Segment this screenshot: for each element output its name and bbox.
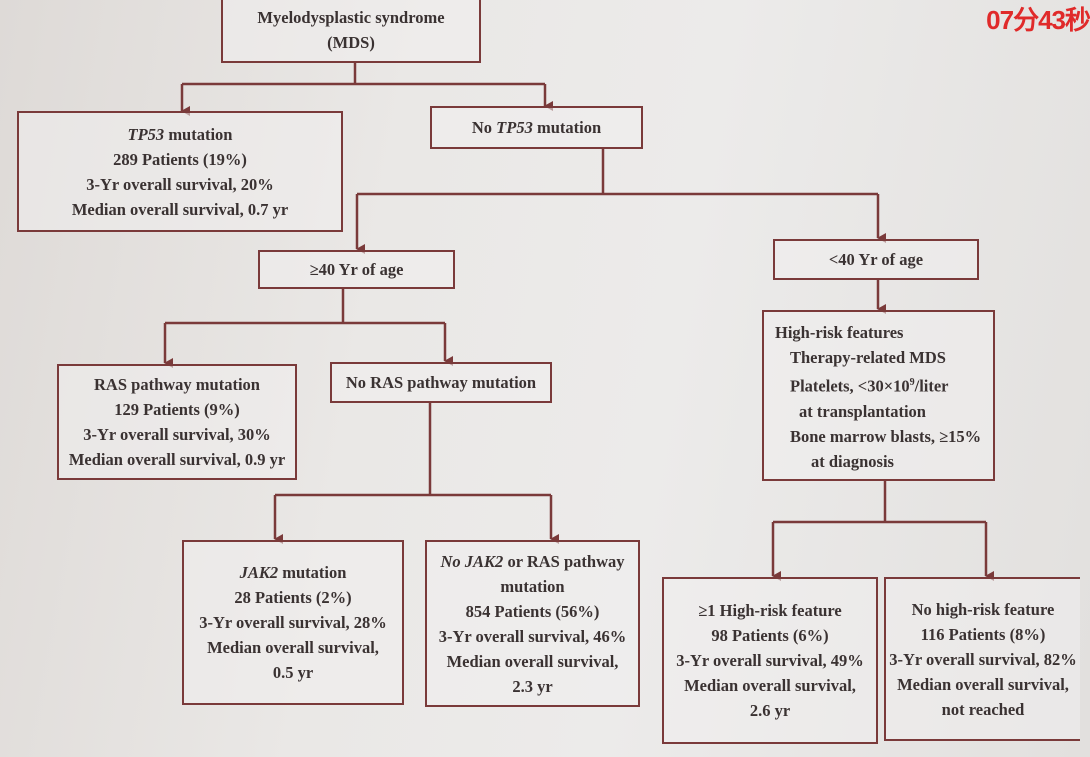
no-jak2-title: No JAK2 or RAS pathway: [427, 549, 638, 574]
no-tp53-suffix: mutation: [532, 118, 602, 137]
ras-patients: 129 Patients (9%): [114, 400, 240, 419]
jak2-title: JAK2 mutation: [184, 560, 402, 585]
no-ras-node: No RAS pathway mutation: [330, 362, 552, 403]
age-lt40-node: <40 Yr of age: [773, 239, 979, 280]
high-risk-item-platelets-cont: at transplantation: [799, 401, 926, 421]
no-tp53-label: No TP53 mutation: [432, 115, 641, 140]
jak2-survival3: 3-Yr overall survival, 28%: [199, 613, 387, 632]
no-risk-title: No high-risk feature: [911, 599, 1055, 619]
jak2-node: JAK2 mutation 28 Patients (2%) 3-Yr over…: [182, 540, 404, 705]
high-risk-item-blasts: Bone marrow blasts, ≥15%: [790, 426, 982, 446]
no-jak2-prefix: No: [440, 551, 465, 571]
age-ge40-node: ≥40 Yr of age: [258, 250, 455, 289]
tp53-title-rest: mutation: [164, 124, 233, 144]
jak2-median-value: 0.5 yr: [272, 663, 314, 682]
ras-node: RAS pathway mutation 129 Patients (9%) 3…: [57, 364, 297, 480]
tp53-gene: TP53: [127, 124, 165, 144]
no-tp53-gene: TP53: [496, 118, 533, 137]
no-tp53-node: No TP53 mutation: [430, 106, 643, 149]
high-risk-node: High-risk features Therapy-related MDS P…: [762, 310, 995, 481]
tp53-patients: 289 Patients (19%): [113, 149, 247, 169]
age-lt40-label: <40 Yr of age: [828, 250, 924, 269]
tp53-survival3: 3-Yr overall survival, 20%: [86, 174, 274, 194]
ras-median: Median overall survival, 0.9 yr: [68, 450, 286, 469]
no-jak2-median-value: 2.3 yr: [512, 676, 553, 696]
no-ras-label: No RAS pathway mutation: [345, 373, 537, 392]
connector-no-ras: [275, 402, 551, 497]
no-risk-median-value: not reached: [941, 699, 1025, 719]
no-jak2-median: Median overall survival,: [446, 651, 619, 671]
no-jak2-node: No JAK2 or RAS pathway mutation 854 Pati…: [425, 540, 640, 707]
platelets-text: Platelets, <30×10: [790, 376, 910, 396]
platelets-unit: /liter: [914, 376, 949, 396]
no-jak2-title-line2: mutation: [500, 576, 565, 596]
jak2-patients: 28 Patients (2%): [234, 588, 352, 607]
ras-title: RAS pathway mutation: [94, 375, 260, 394]
tp53-node: TP53 mutation 289 Patients (19%) 3-Yr ov…: [17, 111, 343, 232]
connector-no-tp53: [357, 148, 878, 196]
ge1-risk-survival3: 3-Yr overall survival, 49%: [676, 651, 864, 670]
no-jak2-survival3: 3-Yr overall survival, 46%: [438, 626, 627, 646]
jak2-title-rest: mutation: [278, 563, 347, 582]
connector-age-ge40: [165, 288, 445, 325]
no-jak2-title-rest: or RAS pathway: [503, 551, 625, 571]
high-risk-item-blasts-cont: at diagnosis: [811, 451, 894, 471]
high-risk-item-platelets: Platelets, <30×109/liter: [775, 370, 993, 399]
ge1-risk-median: Median overall survival,: [684, 676, 856, 695]
ge1-risk-title: ≥1 High-risk feature: [698, 601, 842, 620]
mds-title: Myelodysplastic syndrome: [257, 7, 445, 27]
no-risk-patients: 116 Patients (8%): [920, 624, 1046, 644]
mds-abbrev: (MDS): [327, 32, 375, 52]
tp53-title: TP53 mutation: [19, 122, 341, 147]
no-jak2-patients: 854 Patients (56%): [465, 601, 600, 621]
no-risk-survival3: 3-Yr overall survival, 82%: [889, 649, 1077, 669]
connector-high-risk: [773, 481, 986, 524]
jak2-gene: JAK2: [239, 563, 279, 582]
age-ge40-label: ≥40 Yr of age: [309, 260, 404, 279]
high-risk-item-therapy: Therapy-related MDS: [790, 348, 946, 367]
ras-survival3: 3-Yr overall survival, 30%: [83, 425, 271, 444]
no-risk-node: No high-risk feature 116 Patients (8%) 3…: [884, 577, 1080, 741]
ge1-risk-node: ≥1 High-risk feature 98 Patients (6%) 3-…: [662, 577, 878, 744]
no-tp53-prefix: No: [471, 118, 497, 137]
jak2-median: Median overall survival,: [207, 638, 379, 657]
platelets-exponent: 9: [909, 377, 915, 388]
no-risk-median: Median overall survival,: [897, 674, 1069, 694]
mds-node: Myelodysplastic syndrome (MDS): [221, 0, 481, 63]
timer-overlay: 07分43秒: [986, 5, 1090, 35]
ge1-risk-patients: 98 Patients (6%): [711, 626, 829, 645]
tp53-median: Median overall survival, 0.7 yr: [71, 199, 289, 219]
ge1-risk-median-value: 2.6 yr: [749, 701, 791, 720]
no-jak2-gene: JAK2: [464, 551, 504, 571]
connector-mds: [182, 62, 545, 86]
high-risk-title: High-risk features: [775, 323, 904, 342]
